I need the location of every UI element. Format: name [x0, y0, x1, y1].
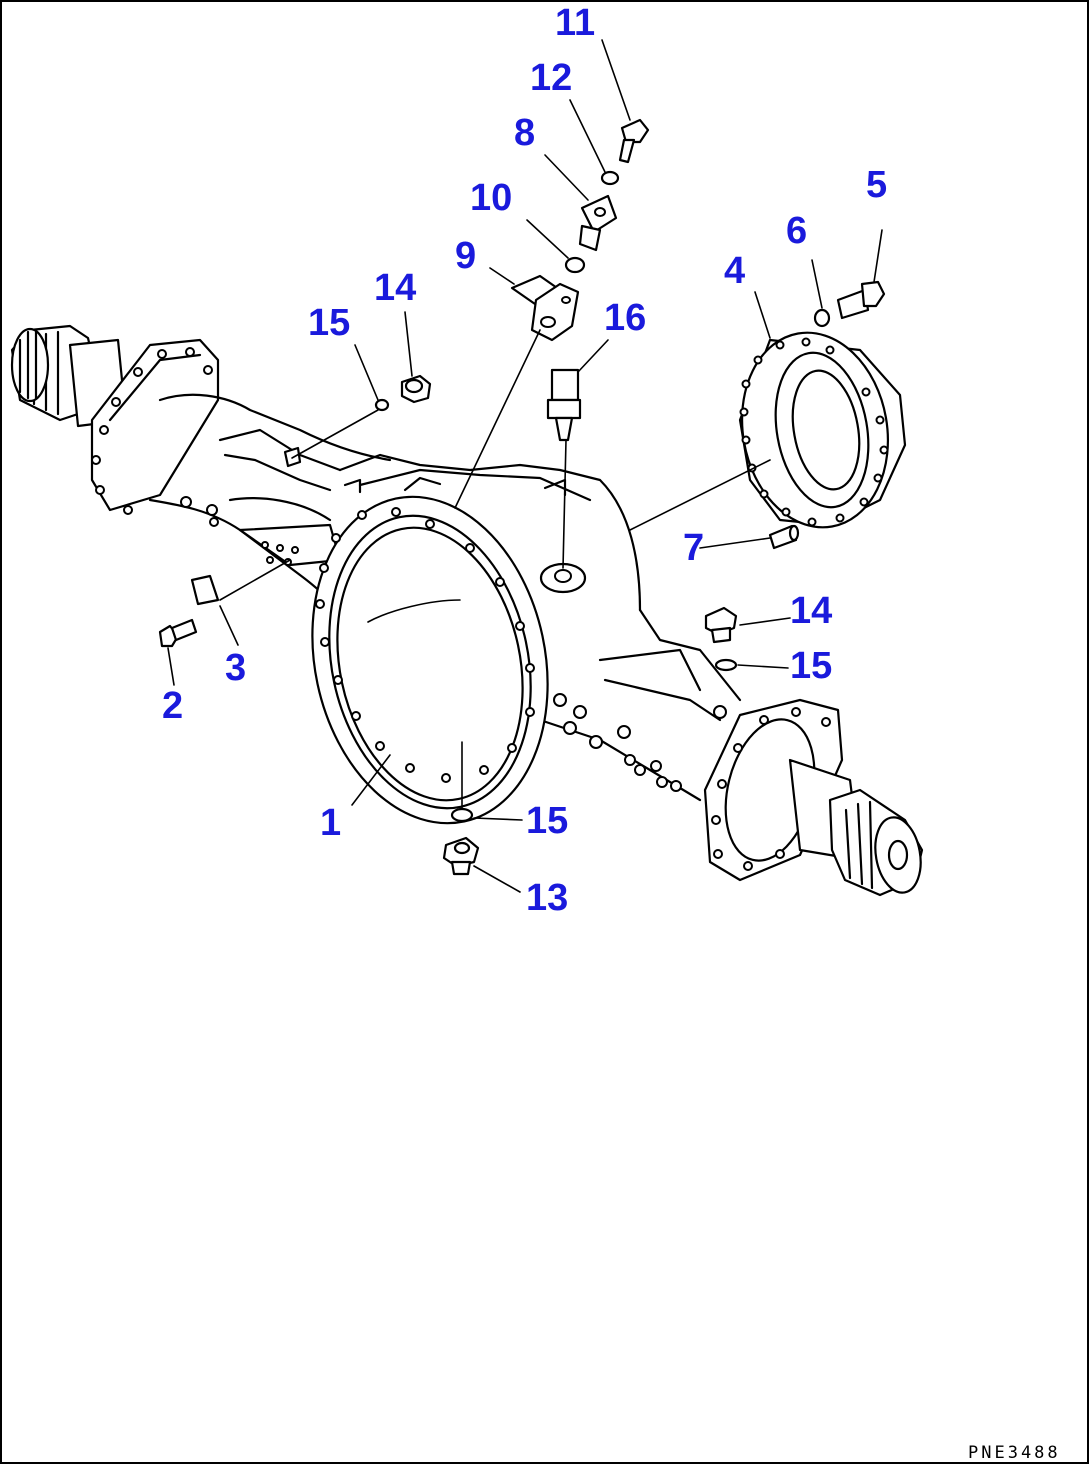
drain-plug-part-13: [442, 836, 480, 876]
flange-cover-part-4: [738, 331, 907, 529]
right-axle-spindle: [788, 758, 924, 897]
plate-part-9: [510, 274, 580, 342]
bolt-part-11: [618, 118, 650, 164]
callout-7: 7: [683, 527, 704, 569]
callout-3: 3: [225, 647, 246, 689]
callout-1: 1: [320, 802, 341, 844]
drawing-code: PNE3488: [968, 1443, 1061, 1463]
callout-14-upper: 14: [374, 267, 416, 309]
o-ring-part-15-bottom: [450, 807, 474, 823]
callout-5: 5: [866, 164, 887, 206]
plug-part-14-right: [704, 606, 738, 644]
callout-15-bottom: 15: [526, 800, 568, 842]
o-ring-part-10: [564, 256, 586, 274]
pin-part-7: [768, 524, 800, 550]
callout-15-right: 15: [790, 645, 832, 687]
left-hub-flange: [90, 338, 220, 515]
o-ring-part-15-upper: [374, 398, 390, 412]
callout-4: 4: [724, 250, 745, 292]
callout-13: 13: [526, 877, 568, 919]
rivet-part-2: [158, 618, 198, 648]
callout-9: 9: [455, 235, 476, 277]
callout-10: 10: [470, 177, 512, 219]
name-plate-part-3: [190, 574, 220, 606]
washer-part-6: [813, 308, 831, 328]
differential-opening: [311, 495, 549, 825]
callout-14-right: 14: [790, 590, 832, 632]
callout-16: 16: [604, 297, 646, 339]
callout-11: 11: [555, 2, 595, 44]
o-ring-part-15-right: [714, 658, 738, 672]
washer-part-12: [600, 170, 620, 186]
fitting-part-8: [578, 194, 618, 252]
callout-2: 2: [162, 685, 183, 727]
callout-12: 12: [530, 57, 572, 99]
left-axle-spindle: [10, 324, 128, 428]
callout-labels: 1 2 3 4 5 6 7 8 9 10 11 12 13 14 14 15 1…: [162, 2, 887, 919]
leader-lines: [167, 39, 883, 893]
bolt-part-5: [836, 280, 886, 320]
callout-8: 8: [514, 112, 535, 154]
plug-part-14-upper: [400, 374, 432, 404]
callout-15-upper: 15: [308, 302, 350, 344]
sensor-part-16: [546, 368, 582, 442]
callout-6: 6: [786, 210, 807, 252]
